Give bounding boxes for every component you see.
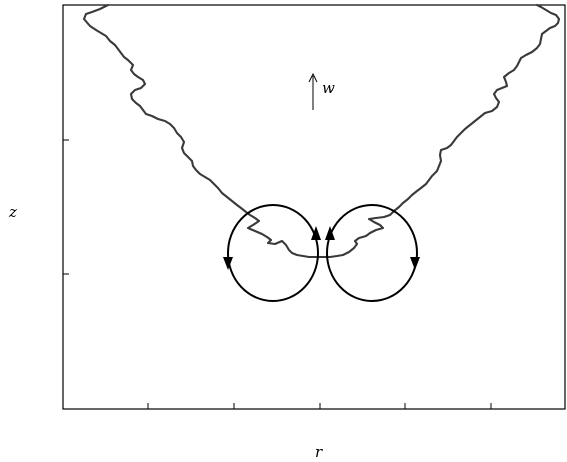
- right-vortex-loop: [326, 204, 418, 302]
- y-axis-label: z: [8, 203, 17, 221]
- left-vortex: [223, 204, 321, 302]
- left-vortex-arrow-up-icon: [311, 226, 321, 240]
- velocity-arrow-up-icon: [308, 72, 318, 83]
- plot-frame: [62, 4, 566, 410]
- x-axis-label: r: [315, 443, 323, 461]
- front-right-branch: [314, 3, 561, 259]
- velocity-label: w: [322, 79, 335, 97]
- right-vortex-arrow-down-icon: [410, 257, 420, 270]
- left-vortex-arrow-down-icon: [223, 257, 233, 270]
- right-vortex: [325, 204, 420, 302]
- left-vortex-loop: [227, 204, 319, 302]
- y-axis-ticks: [63, 139, 69, 275]
- x-axis-ticks: [147, 403, 492, 409]
- velocity-annotation: w: [308, 72, 335, 110]
- right-vortex-arrow-up-icon: [325, 226, 335, 240]
- front-left-branch: [82, 3, 318, 259]
